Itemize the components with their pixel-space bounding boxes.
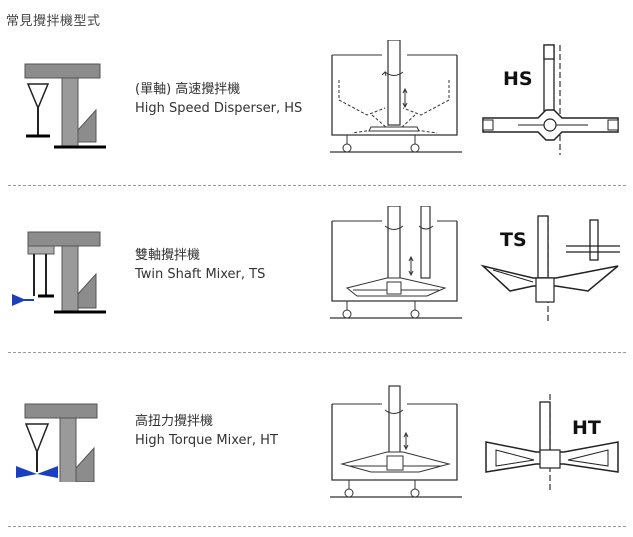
ts-code-label: TS — [500, 229, 527, 251]
hs-tank-diagram — [330, 40, 462, 153]
ts-tank-diagram — [330, 206, 462, 319]
ts-machine-icon — [12, 231, 106, 314]
mixer-row-ts: 雙軸攪拌機 Twin Shaft Mixer, TS TS — [0, 206, 633, 356]
ht-tank-diagram — [330, 385, 462, 498]
ht-machine-icon — [16, 403, 98, 482]
page-title: 常見攪拌機型式 — [6, 14, 101, 29]
hs-name-en: High Speed Disperser, HS — [135, 101, 303, 116]
mixer-row-ht: 高扭力攪拌機 High Torque Mixer, HT HT — [0, 372, 633, 522]
mixer-row-hs: (單軸) 高速攪拌機 High Speed Disperser, HS HS — [0, 40, 633, 190]
ht-code-label: HT — [572, 417, 601, 439]
ts-name-en: Twin Shaft Mixer, TS — [135, 267, 266, 282]
hs-impeller-diagram: HS — [482, 44, 619, 155]
hs-name-zh: (單軸) 高速攪拌機 — [135, 82, 241, 97]
row-divider — [8, 526, 626, 527]
ts-label: 雙軸攪拌機 Twin Shaft Mixer, TS — [135, 246, 265, 284]
ts-name-zh: 雙軸攪拌機 — [135, 248, 201, 263]
row-divider — [8, 185, 626, 186]
ht-impeller-diagram: HT — [485, 394, 619, 490]
ht-name-en: High Torque Mixer, HT — [135, 433, 278, 448]
hs-code-label: HS — [503, 68, 533, 90]
hs-label: (單軸) 高速攪拌機 High Speed Disperser, HS — [135, 80, 302, 118]
row-divider — [8, 352, 626, 353]
ts-impeller-diagram: TS — [480, 215, 620, 321]
ht-name-zh: 高扭力攪拌機 — [135, 414, 214, 429]
ht-label: 高扭力攪拌機 High Torque Mixer, HT — [135, 412, 278, 450]
hs-machine-icon — [24, 63, 106, 149]
